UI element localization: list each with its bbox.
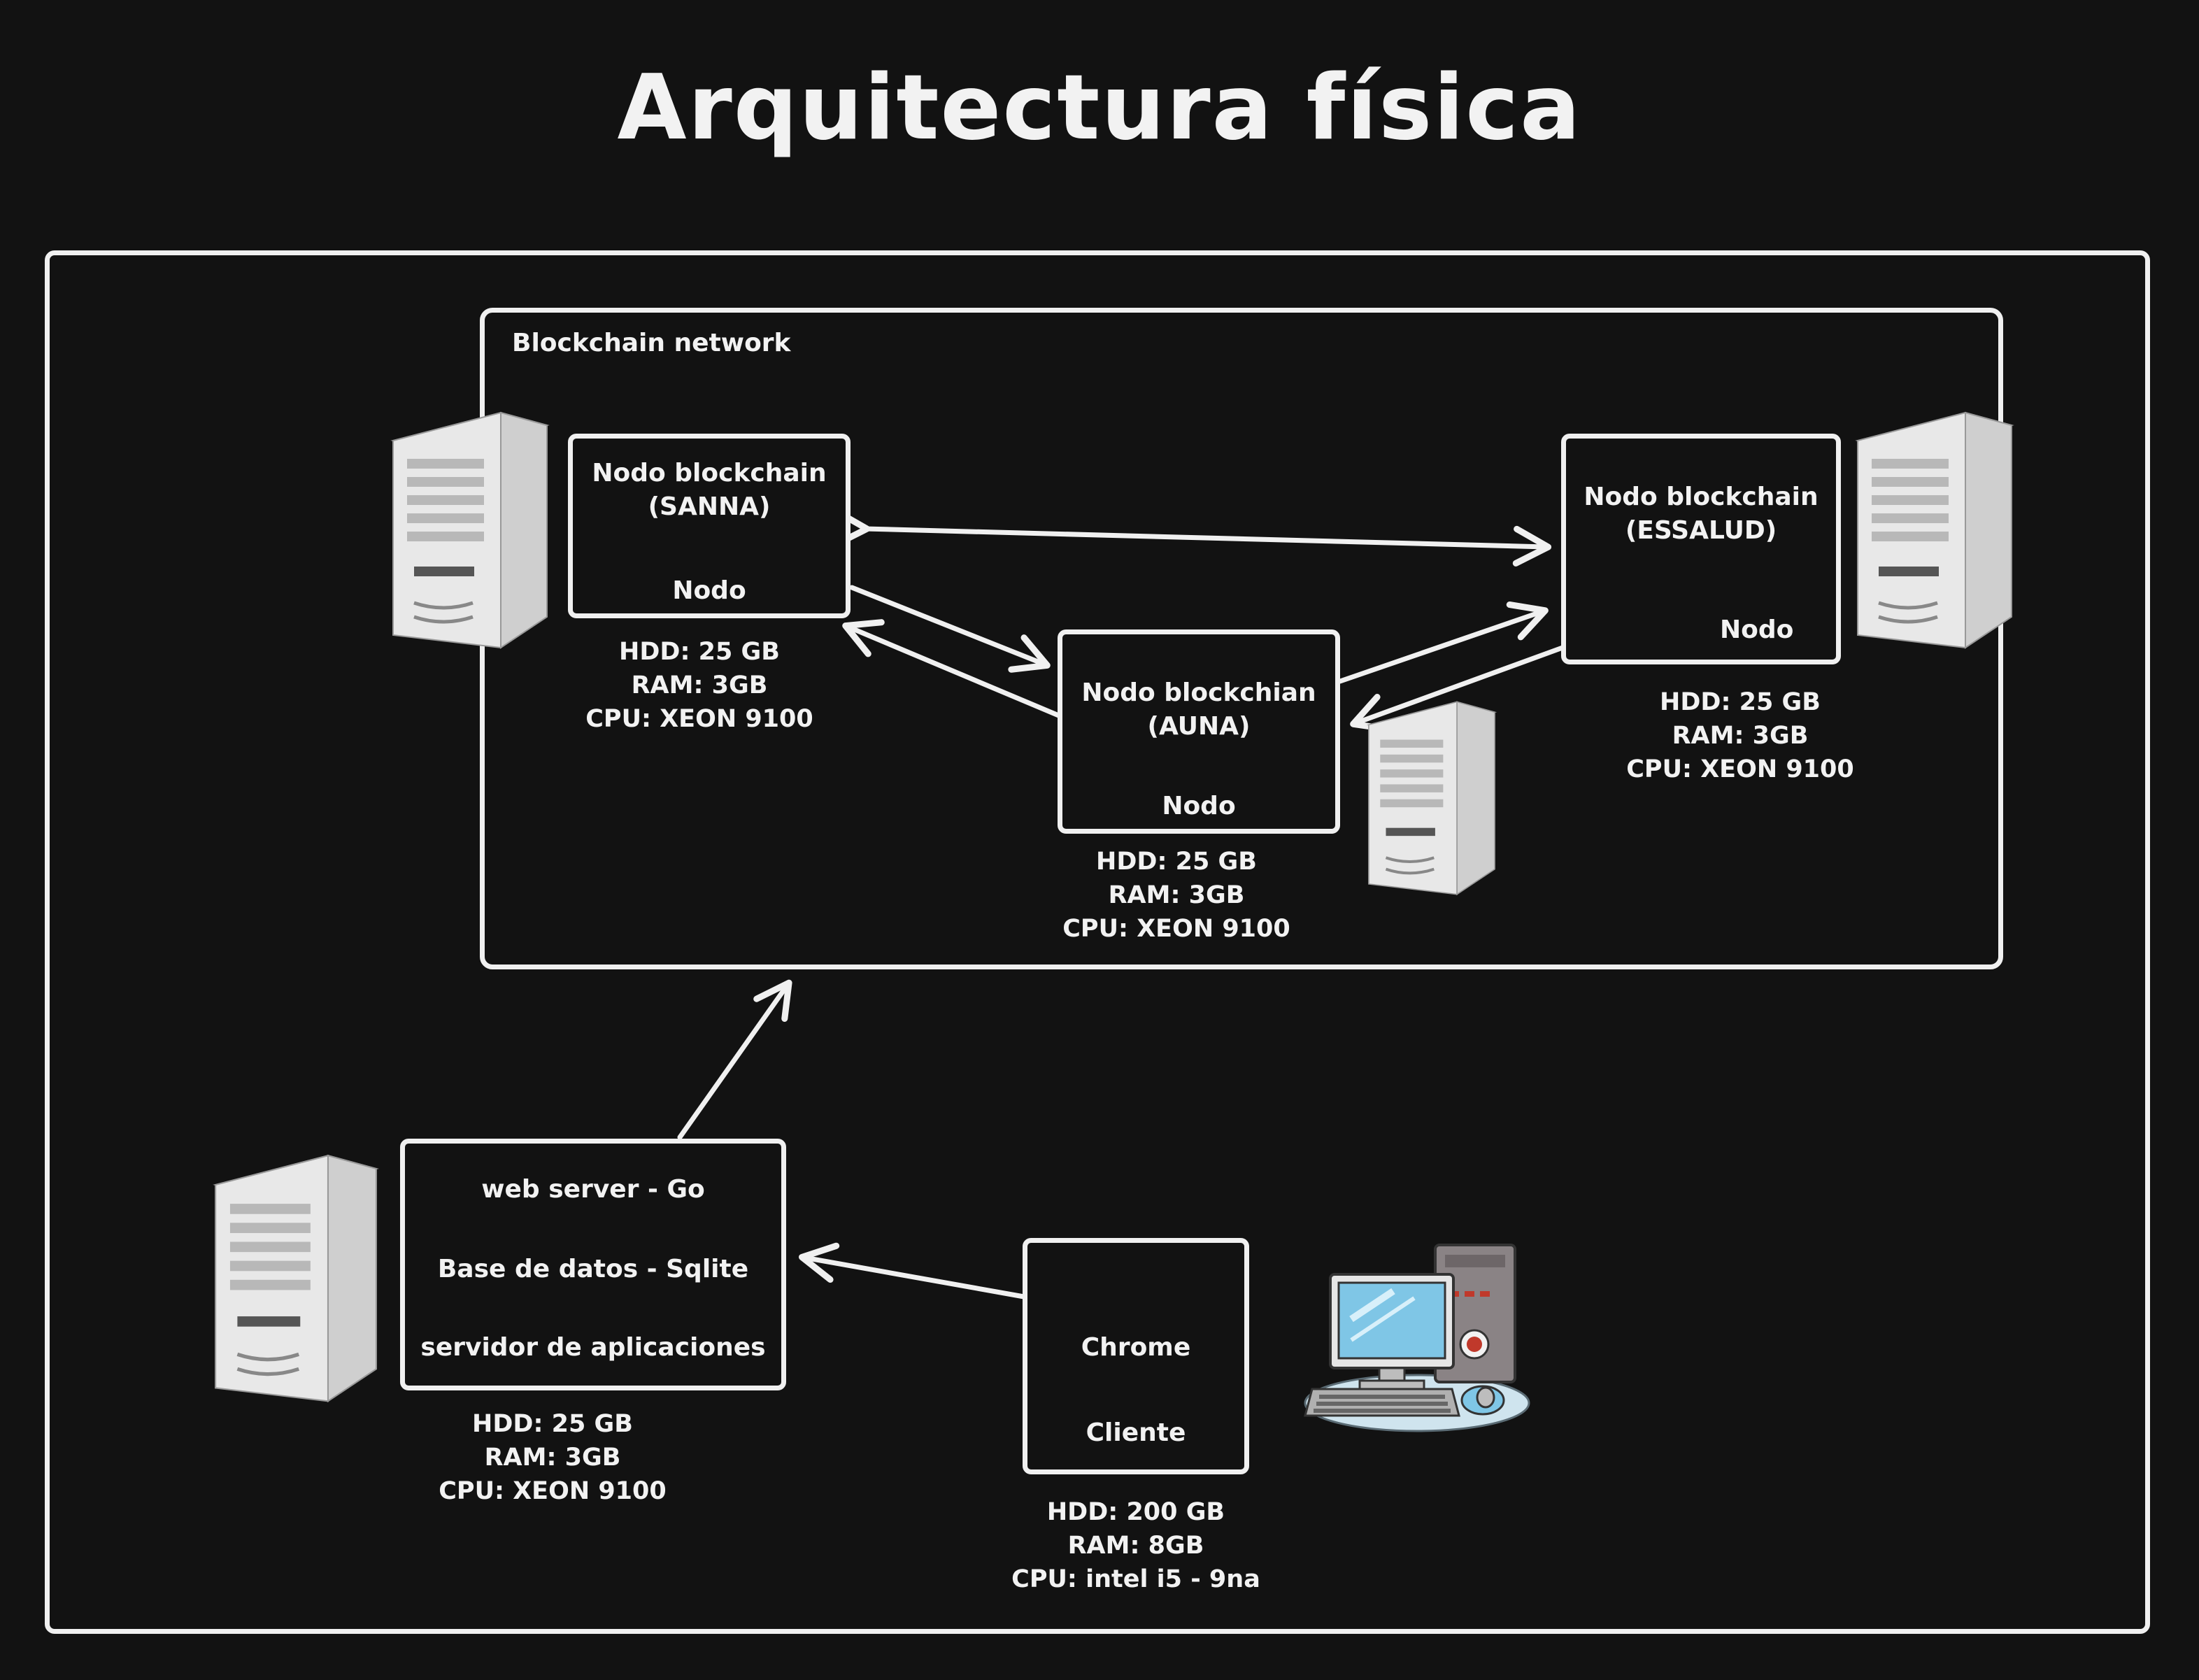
client-label: Cliente bbox=[1086, 1418, 1186, 1447]
blockchain-network-label: Blockchain network bbox=[512, 329, 791, 357]
outer-frame bbox=[45, 250, 2150, 1634]
arrow-sanna-to-auna bbox=[849, 585, 1051, 673]
server-tower-icon bbox=[390, 411, 550, 649]
client-specs: HDD: 200 GB RAM: 8GB CPU: intel i5 - 9na bbox=[996, 1495, 1276, 1596]
node-specs-sanna: HDD: 25 GB RAM: 3GB CPU: XEON 9100 bbox=[560, 635, 839, 736]
database-label: Base de datos - Sqlite bbox=[437, 1255, 749, 1283]
web-server-box: web server - Go Base de datos - Sqlite s… bbox=[400, 1139, 786, 1390]
server-tower-icon bbox=[1366, 701, 1497, 896]
node-box-auna: Nodo blockchian (AUNA) Nodo bbox=[1058, 629, 1340, 834]
spec-cpu: CPU: XEON 9100 bbox=[1626, 755, 1854, 783]
server-tower-icon bbox=[1855, 411, 2014, 649]
node-specs-essalud: HDD: 25 GB RAM: 3GB CPU: XEON 9100 bbox=[1600, 685, 1880, 786]
web-server-specs: HDD: 25 GB RAM: 3GB CPU: XEON 9100 bbox=[413, 1407, 692, 1508]
arrow-essalud-to-auna bbox=[1350, 645, 1565, 733]
spec-hdd: HDD: 25 GB bbox=[1660, 688, 1821, 716]
arrow-auna-to-essalud bbox=[1337, 601, 1549, 684]
spec-hdd: HDD: 200 GB bbox=[1046, 1498, 1225, 1526]
arrow-webserver-to-network bbox=[677, 979, 792, 1140]
node-name-line2: (SANNA) bbox=[648, 492, 771, 521]
spec-ram: RAM: 3GB bbox=[1108, 881, 1245, 909]
spec-ram: RAM: 3GB bbox=[631, 671, 768, 699]
spec-hdd: HDD: 25 GB bbox=[472, 1410, 633, 1438]
spec-cpu: CPU: XEON 9100 bbox=[439, 1477, 667, 1505]
node-name-line1: Nodo blockchain bbox=[1584, 483, 1819, 511]
node-name-line2: (ESSALUD) bbox=[1625, 516, 1777, 545]
node-box-sanna: Nodo blockchain (SANNA) Nodo bbox=[568, 434, 851, 618]
node-role: Nodo bbox=[1720, 615, 1794, 644]
server-tower-icon bbox=[213, 1154, 379, 1403]
node-name-line1: Nodo blockchian bbox=[1081, 678, 1316, 707]
node-role: Nodo bbox=[1162, 792, 1236, 820]
spec-cpu: CPU: XEON 9100 bbox=[1062, 915, 1290, 943]
client-box: Chrome Cliente bbox=[1023, 1238, 1249, 1474]
spec-ram: RAM: 3GB bbox=[1672, 722, 1809, 750]
spec-hdd: HDD: 25 GB bbox=[619, 638, 780, 666]
arrow-client-to-webserver bbox=[799, 1242, 1027, 1300]
spec-ram: RAM: 8GB bbox=[1067, 1532, 1204, 1560]
app-server-label: servidor de aplicaciones bbox=[420, 1333, 766, 1362]
browser-label: Chrome bbox=[1081, 1333, 1191, 1362]
node-specs-auna: HDD: 25 GB RAM: 3GB CPU: XEON 9100 bbox=[1037, 845, 1316, 946]
node-name-line2: (AUNA) bbox=[1147, 712, 1251, 741]
spec-hdd: HDD: 25 GB bbox=[1096, 848, 1257, 876]
node-role: Nodo bbox=[672, 576, 746, 605]
desktop-computer-icon bbox=[1304, 1244, 1530, 1432]
arrow-sanna-to-essalud bbox=[831, 507, 1552, 567]
web-server-label: web server - Go bbox=[481, 1175, 705, 1204]
node-box-essalud: Nodo blockchain (ESSALUD) Nodo bbox=[1561, 434, 1841, 664]
node-name-line1: Nodo blockchain bbox=[592, 459, 827, 487]
spec-cpu: CPU: intel i5 - 9na bbox=[1011, 1565, 1260, 1593]
spec-ram: RAM: 3GB bbox=[484, 1444, 621, 1472]
page-title: Arquitectura física bbox=[617, 56, 1582, 160]
arrow-auna-to-sanna bbox=[842, 619, 1063, 719]
spec-cpu: CPU: XEON 9100 bbox=[585, 705, 813, 733]
